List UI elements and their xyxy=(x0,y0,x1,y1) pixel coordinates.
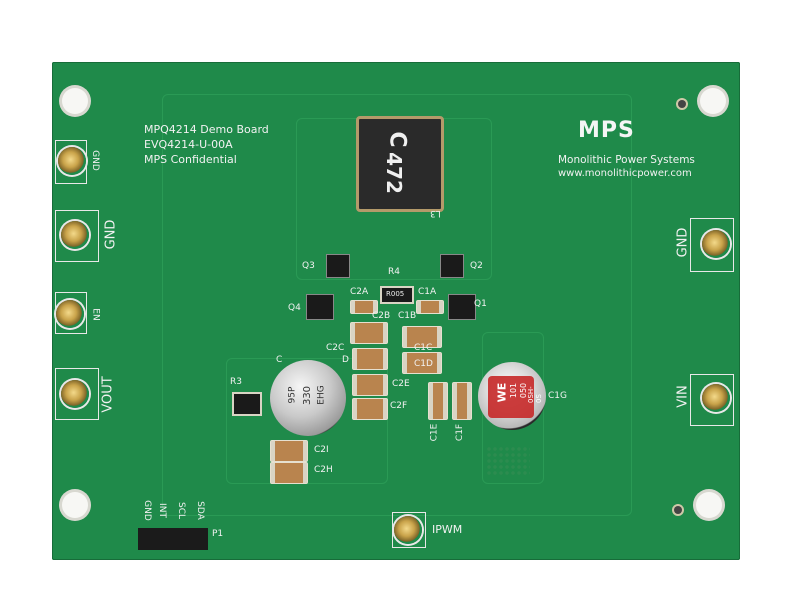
c2h-label: C2H xyxy=(314,465,333,475)
c1d-label: C1D xyxy=(414,359,433,369)
q2-label: Q2 xyxy=(470,261,483,271)
inductor-marking-1: C xyxy=(384,131,410,148)
inductor-marking-2: 472 xyxy=(381,152,406,194)
ipwm-terminal-box xyxy=(392,512,426,548)
header-label-int: INT xyxy=(156,503,167,518)
c1a-label: C1A xyxy=(418,287,437,297)
cap-left-marking-3: EHG xyxy=(316,385,327,405)
r3-label: R3 xyxy=(230,377,242,387)
ipwm-terminal[interactable] xyxy=(394,516,422,544)
c2b-label: C2B xyxy=(372,311,391,321)
vout-terminal-box xyxy=(55,368,99,420)
gnd-terminal-box-2 xyxy=(55,210,99,262)
en-terminal[interactable] xyxy=(56,300,84,328)
resistor-r3 xyxy=(232,392,262,416)
capacitor-c2d xyxy=(352,348,388,370)
mosfet-q1 xyxy=(448,294,476,320)
c1e-label: C1E xyxy=(429,423,440,442)
right-terminal-label-1: GND xyxy=(675,227,691,258)
gnd-terminal-2[interactable] xyxy=(61,221,89,249)
gnd-terminal-box-right xyxy=(690,218,734,272)
c1g-label: C1G xyxy=(548,391,567,401)
c2i-label: C2I xyxy=(314,445,329,455)
header-label-sda: SDA xyxy=(194,501,205,520)
via-bottom-right xyxy=(674,506,682,514)
en-terminal-box xyxy=(55,292,87,334)
inductor-ref: L3 xyxy=(430,208,441,218)
capacitor-c1d xyxy=(402,352,442,374)
r4-label: R4 xyxy=(388,267,400,277)
inductor-l3: C 472 xyxy=(356,116,444,212)
cap-right-sleeve xyxy=(488,376,534,418)
q4-label: Q4 xyxy=(288,303,301,313)
left-terminal-label-1: GND xyxy=(89,150,100,171)
vout-terminal[interactable] xyxy=(61,380,89,408)
left-terminal-label-4: VOUT xyxy=(100,376,116,413)
c2c-label: C2C xyxy=(326,343,345,353)
capacitor-c2a xyxy=(350,300,378,314)
capacitor-c2i xyxy=(270,440,308,462)
board-outline-trace xyxy=(162,94,632,516)
capacitor-c1f xyxy=(452,382,472,420)
r4-marking: R005 xyxy=(386,290,405,298)
c1b-label: C1B xyxy=(398,311,417,321)
company-url: www.monolithicpower.com xyxy=(558,168,692,179)
cap-left-marking-1: 95P xyxy=(287,386,298,404)
electrolytic-cap-output: 95P 330 EHG xyxy=(270,360,346,436)
c1f-label: C1F xyxy=(455,423,466,442)
capacitor-c2h xyxy=(270,462,308,484)
cap-right-marking-1: 101 xyxy=(509,382,519,399)
company-name: Monolithic Power Systems xyxy=(558,154,695,166)
capacitor-c2e xyxy=(352,374,388,396)
header-label-gnd: GND xyxy=(141,500,152,521)
gnd-terminal-right[interactable] xyxy=(702,230,730,258)
gnd-terminal-1[interactable] xyxy=(58,147,86,175)
mounting-hole-bottom-right xyxy=(696,492,722,518)
capacitor-c1a xyxy=(416,300,444,314)
q1-label: Q1 xyxy=(474,299,487,309)
right-terminal-label-2: VIN xyxy=(675,385,691,408)
electrolytic-cap-input: WE 101 050 0SH-0S xyxy=(478,362,546,430)
c2d-label: D xyxy=(342,355,349,365)
q3-label: Q3 xyxy=(302,261,315,271)
mosfet-q3 xyxy=(326,254,350,278)
via-field xyxy=(486,446,530,476)
gnd-terminal-box-1 xyxy=(55,140,87,184)
board-title-line2: EVQ4214-U-00A xyxy=(144,138,233,151)
capacitor-c1e xyxy=(428,382,448,420)
vin-terminal-box xyxy=(690,374,734,426)
left-terminal-label-3: EN xyxy=(90,308,101,321)
board-title-line1: MPQ4214 Demo Board xyxy=(144,123,269,136)
i2c-pin-header[interactable] xyxy=(138,528,208,550)
board-title-line3: MPS Confidential xyxy=(144,153,237,166)
header-ref: P1 xyxy=(212,529,224,539)
cap-right-marking-3: 0SH-0S xyxy=(527,386,543,403)
resistor-r4: R005 xyxy=(380,286,414,304)
mps-logo: MPS xyxy=(578,118,635,143)
mounting-hole-top-right xyxy=(700,88,726,114)
mosfet-q4 xyxy=(306,294,334,320)
capacitor-c2c xyxy=(350,322,388,344)
header-label-scl: SCL xyxy=(176,501,187,520)
via-top-right xyxy=(678,100,686,108)
c2f-label: C2F xyxy=(390,401,408,411)
mounting-hole-top-left xyxy=(62,88,88,114)
ipwm-label: IPWM xyxy=(432,523,463,536)
left-terminal-label-2: GND xyxy=(103,219,119,250)
capacitor-c1c xyxy=(402,326,442,348)
c2-label: C xyxy=(276,355,283,365)
c2a-label: C2A xyxy=(350,287,369,297)
mounting-hole-bottom-left xyxy=(62,492,88,518)
mosfet-q2 xyxy=(440,254,464,278)
c1c-label: C1C xyxy=(414,343,433,353)
cap-right-brand: WE xyxy=(495,382,509,403)
c2e-label: C2E xyxy=(392,379,410,389)
vin-terminal[interactable] xyxy=(702,384,730,412)
cap-left-marking-2: 330 xyxy=(302,385,314,406)
capacitor-c2f xyxy=(352,398,388,420)
